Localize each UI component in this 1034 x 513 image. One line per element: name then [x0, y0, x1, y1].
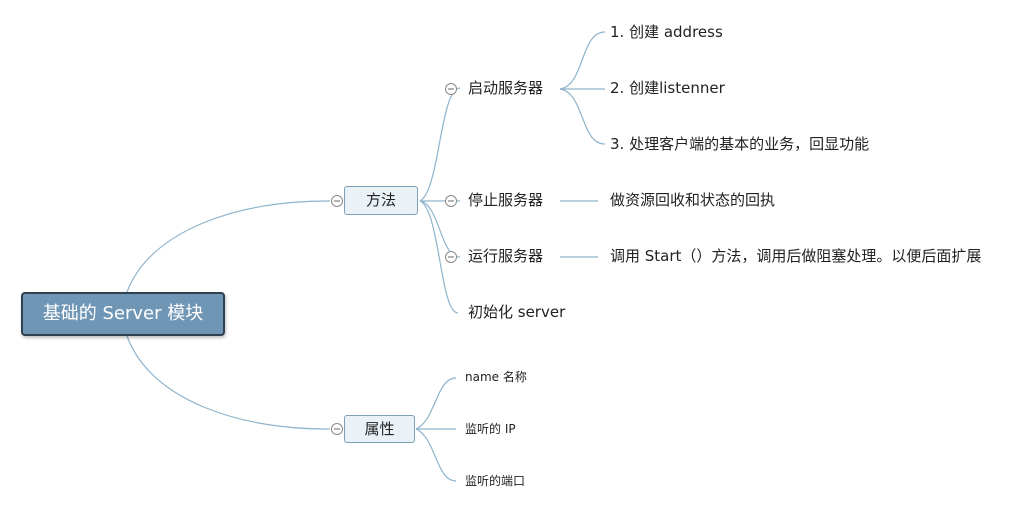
edge-attr-port	[415, 428, 457, 482]
node-stop-detail[interactable]: 做资源回收和状态的回执	[610, 191, 776, 209]
collapse-minus-icon[interactable]	[445, 251, 457, 263]
node-attr-ip[interactable]: 监听的 IP	[465, 422, 516, 436]
node-step-create-listener[interactable]: 2. 创建listenner	[610, 79, 725, 97]
collapse-minus-icon[interactable]	[445, 195, 457, 207]
root-node[interactable]: 基础的 Server 模块	[21, 292, 225, 336]
edge-start-step3	[559, 88, 606, 145]
node-attr-port[interactable]: 监听的端口	[465, 474, 526, 488]
node-run-detail[interactable]: 调用 Start（）方法，调用后做阻塞处理。以便后面扩展	[610, 247, 982, 265]
node-stop-server[interactable]: 停止服务器	[468, 191, 544, 209]
collapse-minus-icon[interactable]	[445, 83, 457, 95]
node-attr-name[interactable]: name 名称	[465, 370, 527, 384]
edge-attr-name	[415, 377, 457, 430]
branch-methods[interactable]: 方法	[344, 186, 418, 215]
node-start-server[interactable]: 启动服务器	[468, 79, 544, 97]
edge-methods-run	[419, 200, 461, 258]
node-step-handle-client[interactable]: 3. 处理客户端的基本的业务，回显功能	[610, 135, 870, 153]
edge-start-step1	[559, 31, 606, 90]
edge-root-methods	[126, 200, 331, 293]
collapse-minus-icon[interactable]	[331, 195, 343, 207]
branch-attributes[interactable]: 属性	[344, 415, 415, 443]
edge-methods-start	[419, 87, 461, 202]
edge-methods-init	[419, 200, 459, 314]
node-init-server[interactable]: 初始化 server	[468, 303, 566, 321]
collapse-minus-icon[interactable]	[331, 423, 343, 435]
edge-root-attributes	[126, 335, 331, 430]
node-run-server[interactable]: 运行服务器	[468, 247, 544, 265]
node-step-create-address[interactable]: 1. 创建 address	[610, 23, 723, 41]
